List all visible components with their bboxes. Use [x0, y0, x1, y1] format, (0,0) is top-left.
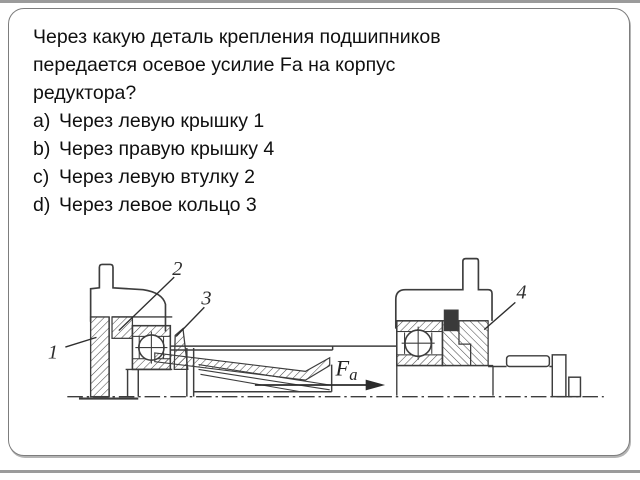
option-marker: c)	[33, 166, 50, 188]
right-shaft-end	[488, 354, 582, 398]
answer-options: a) Через левую крышку 1 b) Через правую …	[33, 107, 593, 219]
part-label-3: 3	[200, 287, 211, 309]
option-marker: b)	[33, 138, 51, 160]
lock-block	[443, 309, 459, 332]
part-label-4: 4	[516, 281, 526, 303]
option-d: d) Через левое кольцо 3	[33, 191, 593, 219]
question-text: Через какую деталь крепления подшипников…	[33, 23, 593, 107]
option-text: Через левую втулку 2	[59, 166, 255, 188]
part-label-2: 2	[172, 258, 182, 280]
question-line: Через какую деталь крепления подшипников	[33, 26, 441, 48]
shaft-and-gear	[125, 345, 397, 397]
option-text: Через левое кольцо 3	[59, 194, 257, 216]
option-text: Через левую крышку 1	[59, 110, 265, 132]
leader-lines	[65, 276, 516, 348]
right-bearing	[396, 320, 444, 367]
bottom-edge-strip	[0, 470, 640, 473]
left-cover-part1	[89, 316, 110, 398]
right-cover-part4	[441, 309, 489, 367]
top-edge-strip	[0, 0, 640, 3]
option-text: Через правую крышку 4	[59, 138, 275, 160]
option-marker: a)	[33, 110, 51, 132]
leader-1	[65, 336, 97, 348]
question-line: редуктора?	[33, 82, 137, 104]
question-line: передается осевое усилие Fa на корпус	[33, 54, 396, 76]
slide: Через какую деталь крепления подшипников…	[8, 8, 630, 456]
option-c: c) Через левую втулку 2	[33, 163, 593, 191]
force-label: Fa	[335, 355, 358, 384]
option-a: a) Через левую крышку 1	[33, 107, 593, 135]
option-b: b) Через правую крышку 4	[33, 135, 593, 163]
part-label-1: 1	[48, 342, 58, 364]
leader-3	[175, 306, 205, 337]
bearing-assembly-diagram: Fa	[48, 257, 604, 400]
leader-2	[118, 276, 175, 332]
leader-4	[483, 301, 516, 331]
axial-force-arrow: Fa	[254, 355, 386, 391]
option-marker: d)	[33, 194, 51, 216]
